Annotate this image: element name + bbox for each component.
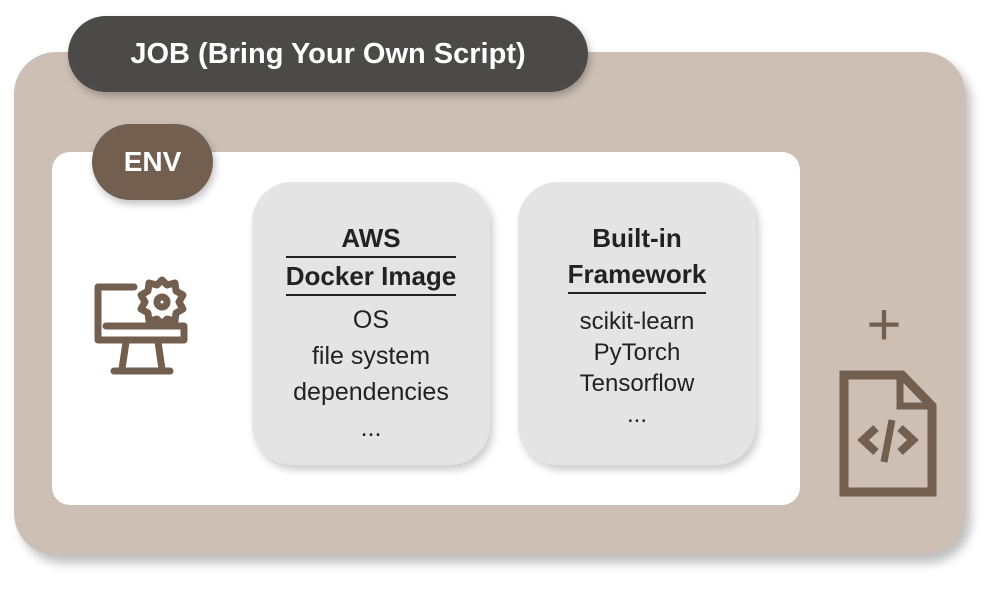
card-item: OS [352,306,390,334]
code-file-icon [839,370,937,497]
card-item: Tensorflow [579,370,695,397]
monitor-gear-icon [94,276,188,375]
card-item: ... [360,414,382,442]
card-title: AWS [285,220,457,258]
plus-sign: + [866,291,902,358]
card-title: Framework [567,256,707,294]
job-label: JOB (Bring Your Own Script) [68,16,588,92]
card-item: file system [311,342,431,370]
card-item: PyTorch [593,339,681,366]
card-title: Docker Image [285,258,457,296]
card-item: ... [626,401,647,428]
card-item: scikit-learn [579,308,695,335]
card-item: dependencies [293,378,449,406]
card-title: Built-in [592,223,682,253]
env-label: ENV [92,124,213,200]
